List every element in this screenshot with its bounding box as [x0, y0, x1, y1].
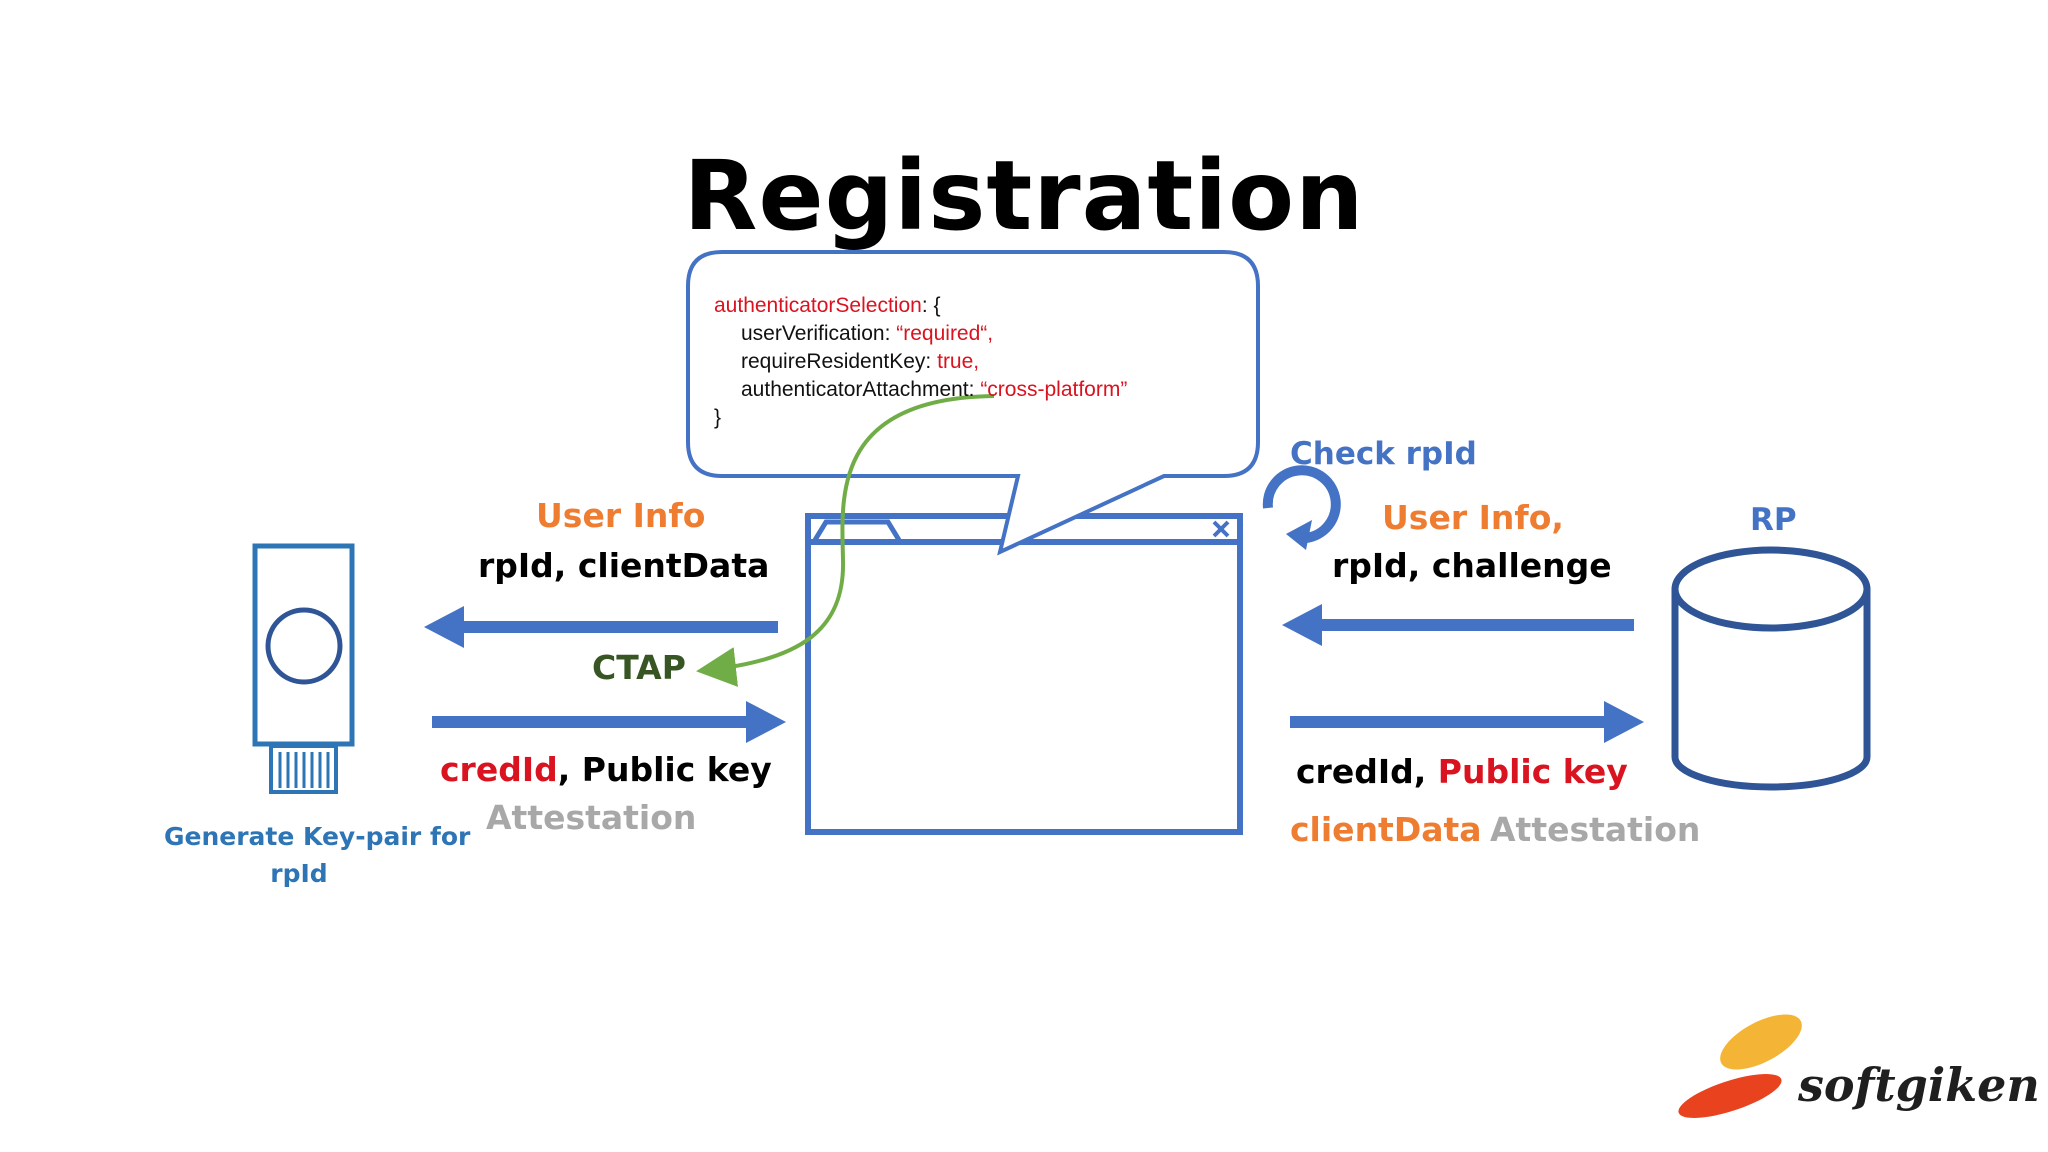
caption-line-1: Generate Key-pair for	[164, 822, 471, 851]
public-key-text: Public key	[581, 750, 772, 789]
arrow-to-rp	[1290, 701, 1644, 743]
code-key: authenticatorAttachment:	[741, 378, 981, 401]
logo-text: softgiken	[1798, 1058, 2040, 1112]
code-line-3: requireResidentKey: true,	[714, 348, 1127, 376]
authenticator-caption: Generate Key-pair for rpId	[164, 818, 471, 892]
code-value: true,	[937, 350, 980, 373]
code-text: }	[714, 406, 722, 429]
code-line-1: authenticatorSelection: {	[714, 292, 1127, 320]
rp-label: RP	[1750, 502, 1797, 538]
arrow-to-browser-right	[1282, 604, 1634, 646]
database-icon	[1671, 546, 1871, 791]
left-attestation-label: Attestation	[486, 798, 697, 837]
code-key: authenticatorSelection	[714, 294, 922, 317]
code-line-5: }	[714, 404, 1127, 432]
left-user-info-label: User Info	[536, 496, 706, 535]
browser-window-icon	[805, 513, 1243, 835]
comma-text: ,	[1413, 752, 1438, 791]
right-credid-publickey-label: credId, Public key	[1296, 752, 1628, 791]
ctap-label: CTAP	[592, 648, 686, 687]
right-clientdata-label: clientData	[1290, 810, 1482, 849]
code-text: : {	[921, 294, 941, 317]
code-block: authenticatorSelection: { userVerificati…	[714, 292, 1127, 432]
arrow-to-authenticator	[424, 606, 778, 648]
left-credid-publickey-label: credId, Public key	[440, 750, 772, 789]
ctap-curve-arrow	[696, 394, 995, 687]
code-key: requireResidentKey:	[741, 350, 938, 373]
code-line-4: authenticatorAttachment: “cross-platform…	[714, 376, 1127, 404]
caption-line-2: rpId	[270, 859, 328, 888]
code-line-2: userVerification: “required“,	[714, 320, 1127, 348]
credid-text: credId	[1296, 752, 1414, 791]
close-icon	[1212, 520, 1230, 538]
refresh-icon	[1262, 465, 1341, 550]
public-key-text: Public key	[1437, 752, 1628, 791]
code-speech-bubble	[686, 250, 1260, 556]
right-attestation-label: Attestation	[1490, 810, 1701, 849]
softgiken-logo	[1678, 1014, 1802, 1118]
right-rpid-challenge-label: rpId, challenge	[1332, 546, 1612, 585]
left-rpid-clientdata-label: rpId, clientData	[478, 546, 770, 585]
comma-text: ,	[1551, 498, 1564, 537]
code-value: “required“,	[896, 322, 994, 345]
code-key: userVerification:	[741, 322, 897, 345]
credid-text: credId	[440, 750, 558, 789]
comma-text: ,	[557, 750, 582, 789]
code-value: “cross-platform”	[980, 378, 1128, 401]
arrow-to-browser-left	[432, 701, 786, 743]
security-key-icon	[252, 543, 355, 794]
page-title: Registration	[683, 140, 1365, 252]
check-rpid-label: Check rpId	[1290, 436, 1477, 472]
user-info-text: User Info	[1382, 498, 1552, 537]
right-user-info-label: User Info,	[1382, 498, 1564, 537]
